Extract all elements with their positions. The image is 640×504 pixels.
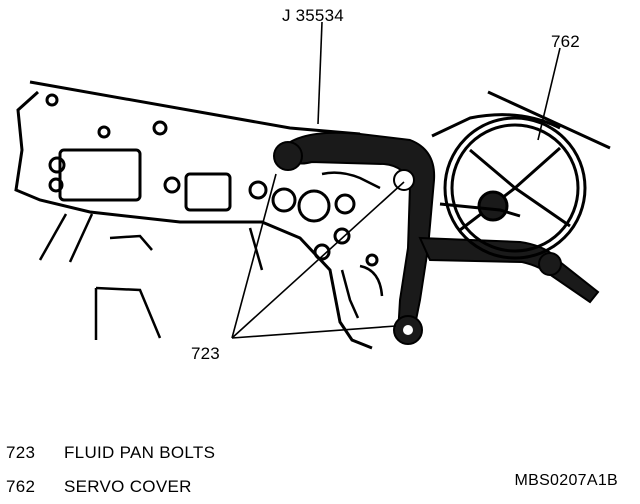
legend-number: 723 [6, 443, 36, 462]
fluid-pan-bolts-callout: 723 [191, 344, 220, 363]
figure-code: MBS0207A1B [514, 472, 618, 489]
housing-edge-right [487, 90, 611, 150]
housing-flange [431, 113, 561, 138]
legend-item-762: 762 SERVO COVER [6, 477, 192, 497]
housing-outline [29, 80, 361, 136]
tool-callout: J 35534 [282, 6, 344, 25]
legend-label: FLUID PAN BOLTS [64, 443, 216, 462]
gasket-plate [14, 90, 379, 350]
servo-cover-installation-diagram [14, 21, 611, 350]
gasket-passages [38, 171, 384, 340]
legend-item-723: 723 FLUID PAN BOLTS [6, 443, 215, 463]
servo-cover [439, 116, 587, 260]
servo-cover-callout: 762 [551, 32, 580, 51]
legend-label: SERVO COVER [64, 477, 192, 496]
leader-lines [231, 21, 561, 339]
tool-j35534 [273, 131, 600, 345]
legend-number: 762 [6, 477, 36, 496]
